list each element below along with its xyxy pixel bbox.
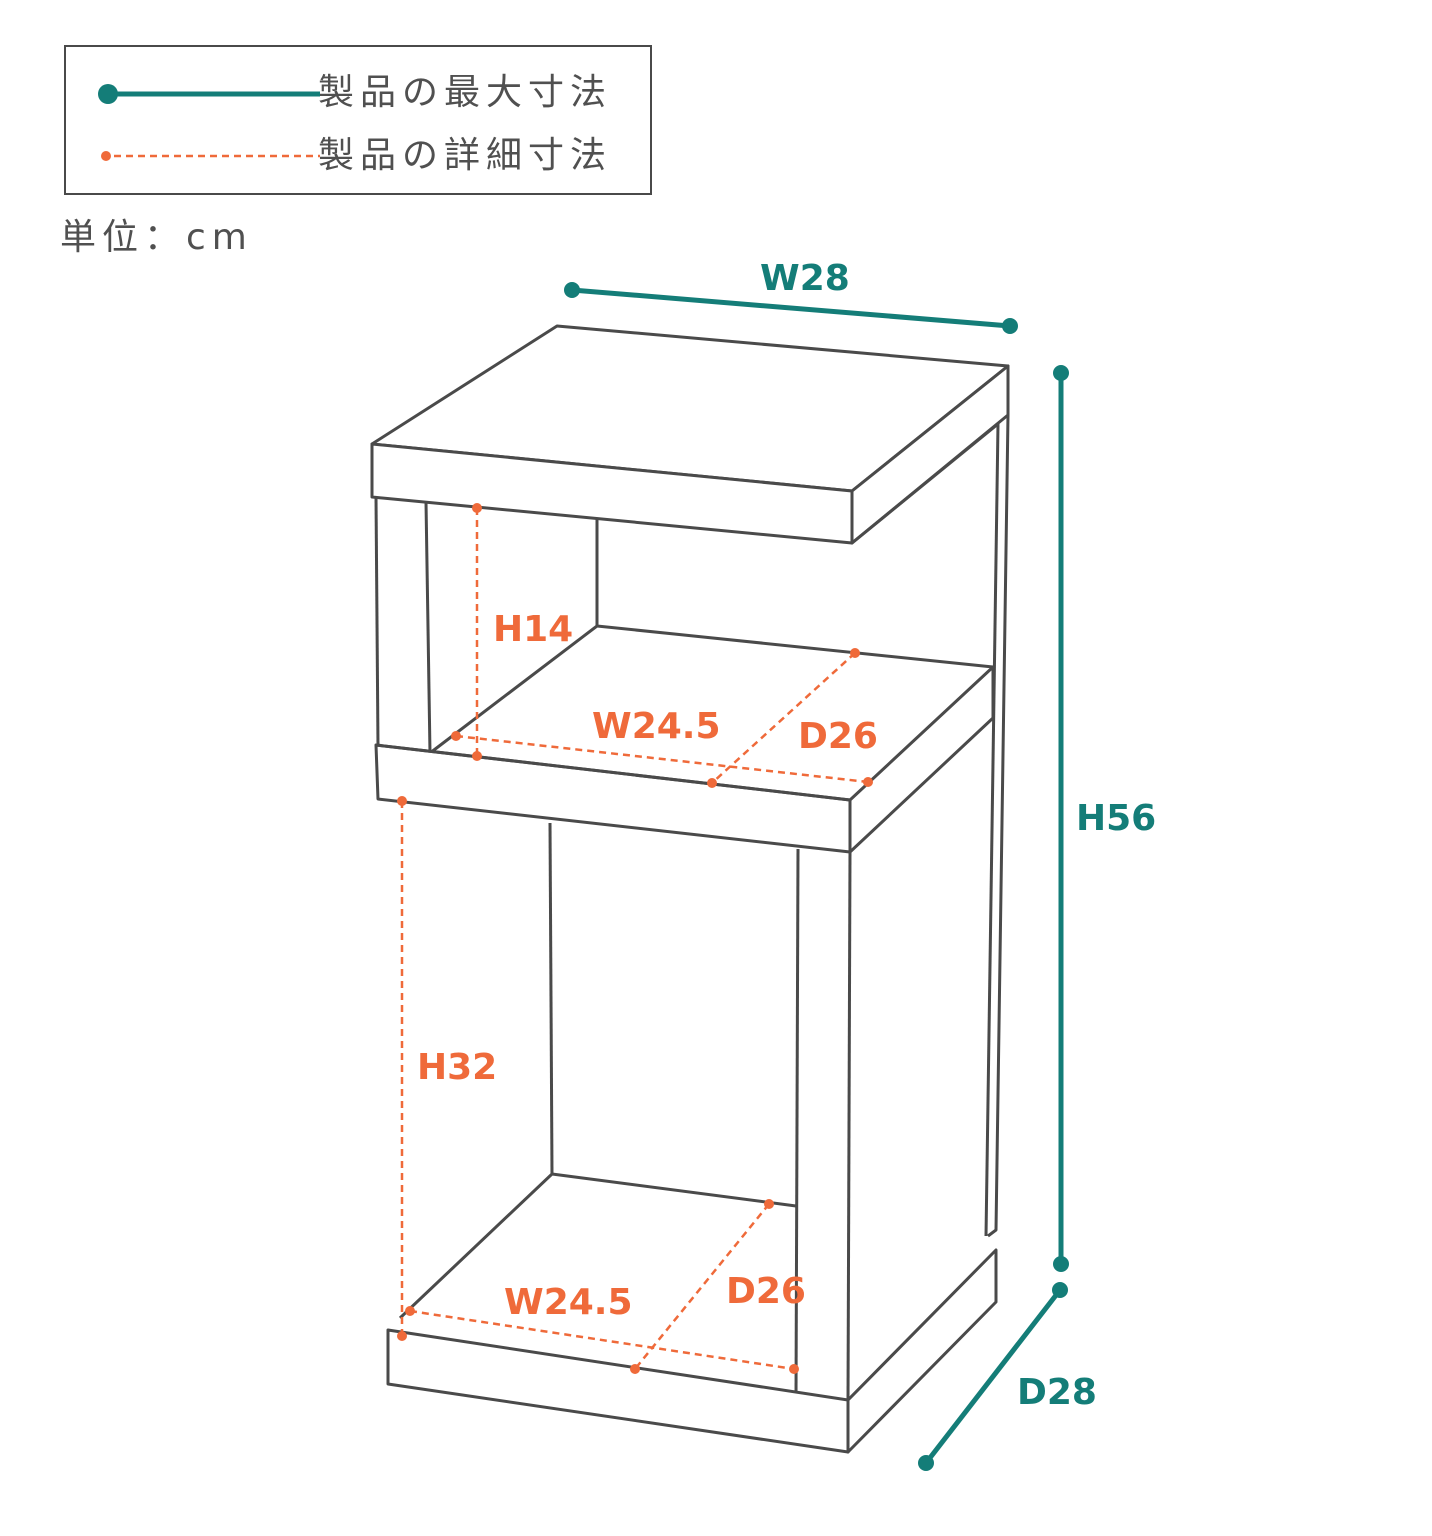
legend-dashed-line-icon	[101, 151, 320, 161]
max-dimension-lines	[564, 282, 1069, 1471]
legend-row-detail: 製品の詳細寸法	[66, 136, 650, 176]
legend-detail-label: 製品の詳細寸法	[318, 135, 613, 176]
label-lower-depth: D26	[726, 1271, 806, 1312]
label-overall-height: H56	[1076, 798, 1156, 839]
detail-dimension-dots	[397, 503, 873, 1374]
legend-max-label: 製品の最大寸法	[318, 72, 613, 113]
furniture-outline	[370, 324, 1010, 1454]
detail-dimension-lines	[400, 508, 869, 1371]
unit-label: 単位：cm	[60, 217, 253, 258]
label-overall-width: W28	[760, 258, 850, 299]
label-lower-width: W24.5	[504, 1282, 633, 1323]
label-upper-depth: D26	[798, 716, 878, 757]
label-upper-height: H14	[493, 609, 573, 650]
legend-solid-line-icon	[98, 84, 320, 104]
label-overall-depth: D28	[1017, 1372, 1097, 1413]
label-lower-height: H32	[417, 1047, 497, 1088]
legend-box: 製品の最大寸法 製品の詳細寸法	[64, 45, 652, 195]
label-upper-width: W24.5	[592, 706, 721, 747]
legend-row-max: 製品の最大寸法	[66, 73, 650, 113]
